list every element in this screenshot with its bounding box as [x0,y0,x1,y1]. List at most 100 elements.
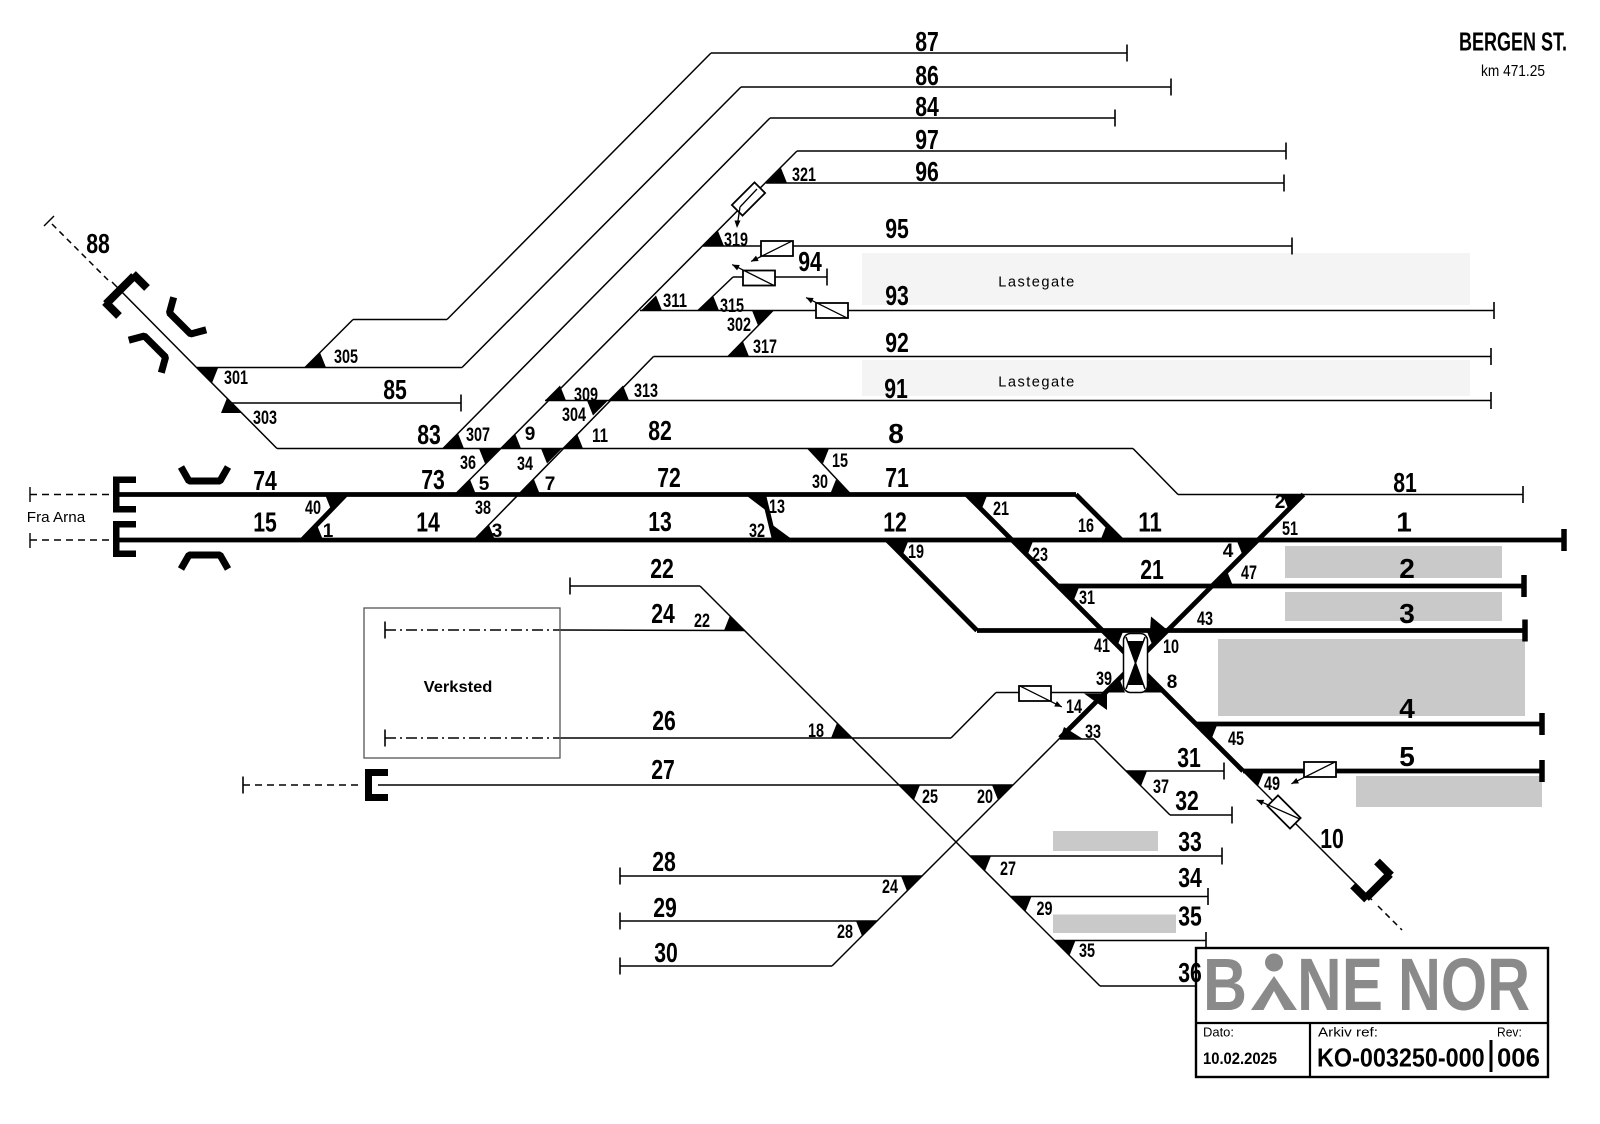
svg-text:51: 51 [1282,519,1298,540]
svg-text:24: 24 [651,598,675,629]
svg-text:26: 26 [652,705,676,736]
svg-text:41: 41 [1094,636,1110,657]
svg-text:11: 11 [592,426,608,447]
svg-text:Lastegate: Lastegate [998,273,1075,290]
svg-text:22: 22 [650,553,674,584]
svg-text:Fra Arna: Fra Arna [27,510,86,526]
svg-text:4: 4 [1399,693,1415,724]
svg-text:32: 32 [749,521,765,542]
svg-text:12: 12 [883,507,907,538]
svg-text:304: 304 [562,405,586,426]
svg-text:21: 21 [1140,554,1164,585]
svg-text:311: 311 [663,291,687,312]
svg-text:72: 72 [657,462,681,493]
svg-text:92: 92 [885,327,909,358]
svg-text:30: 30 [654,937,678,968]
svg-text:16: 16 [1078,516,1094,537]
svg-text:km 471.25: km 471.25 [1481,63,1545,80]
svg-text:35: 35 [1178,901,1202,932]
svg-text:10: 10 [1163,637,1179,658]
svg-text:8: 8 [888,418,904,449]
svg-text:45: 45 [1228,729,1244,750]
svg-text:14: 14 [416,507,440,538]
svg-text:37: 37 [1153,777,1169,798]
svg-text:84: 84 [915,91,939,122]
svg-text:NE: NE [1297,943,1383,1026]
svg-text:38: 38 [475,498,491,519]
svg-text:81: 81 [1393,467,1417,498]
svg-text:85: 85 [383,374,407,405]
svg-text:303: 303 [253,408,277,429]
svg-text:28: 28 [837,922,853,943]
svg-text:10.02.2025: 10.02.2025 [1203,1049,1277,1068]
svg-text:23: 23 [1032,545,1048,566]
svg-text:91: 91 [884,373,908,404]
svg-text:32: 32 [1175,785,1199,816]
svg-text:40: 40 [305,498,321,519]
svg-text:29: 29 [653,892,677,923]
svg-text:4: 4 [1223,541,1234,562]
svg-text:Arkiv ref:: Arkiv ref: [1318,1025,1378,1040]
svg-text:25: 25 [922,787,938,808]
svg-text:2: 2 [1275,492,1286,513]
svg-text:93: 93 [885,280,909,311]
svg-text:8: 8 [1167,672,1178,693]
svg-text:39: 39 [1096,669,1112,690]
svg-text:3: 3 [1399,598,1415,629]
svg-text:13: 13 [769,497,785,518]
svg-text:319: 319 [724,230,748,251]
svg-text:28: 28 [652,846,676,877]
svg-text:309: 309 [574,385,598,406]
svg-text:307: 307 [466,425,490,446]
svg-text:30: 30 [812,472,828,493]
svg-text:302: 302 [727,315,751,336]
svg-text:BERGEN ST.: BERGEN ST. [1459,26,1567,56]
svg-text:Rev:: Rev: [1497,1025,1522,1040]
svg-text:27: 27 [1000,859,1016,880]
svg-text:Lastegate: Lastegate [998,373,1075,390]
svg-text:2: 2 [1399,553,1415,584]
svg-text:24: 24 [882,877,898,898]
svg-text:19: 19 [908,542,924,563]
svg-text:14: 14 [1066,697,1082,718]
svg-text:33: 33 [1178,826,1202,857]
svg-text:71: 71 [885,462,909,493]
svg-text:97: 97 [915,124,939,155]
svg-text:15: 15 [832,451,848,472]
svg-text:96: 96 [915,156,939,187]
svg-text:1: 1 [1396,507,1412,538]
svg-text:31: 31 [1177,742,1201,773]
svg-text:317: 317 [753,337,777,358]
svg-text:33: 33 [1085,722,1101,743]
svg-text:29: 29 [1037,899,1053,920]
svg-text:21: 21 [993,499,1009,520]
svg-text:86: 86 [915,60,939,91]
svg-text:5: 5 [479,474,490,495]
svg-text:KO-003250-000: KO-003250-000 [1317,1042,1485,1072]
svg-text:34: 34 [517,454,533,475]
svg-text:18: 18 [808,721,824,742]
svg-text:313: 313 [634,381,658,402]
svg-text:43: 43 [1197,609,1213,630]
svg-text:006: 006 [1497,1042,1540,1072]
svg-text:36: 36 [1178,957,1202,988]
svg-text:94: 94 [798,246,822,277]
svg-text:27: 27 [651,754,675,785]
svg-text:87: 87 [915,26,939,57]
svg-text:9: 9 [525,424,536,445]
svg-text:15: 15 [253,507,277,538]
svg-text:34: 34 [1178,862,1202,893]
svg-text:73: 73 [421,464,445,495]
svg-text:11: 11 [1138,507,1162,538]
svg-text:321: 321 [792,165,816,186]
svg-text:82: 82 [648,415,672,446]
svg-text:22: 22 [694,611,710,632]
svg-text:3: 3 [492,521,503,542]
svg-text:83: 83 [417,419,441,450]
svg-text:Dato:: Dato: [1203,1025,1234,1040]
svg-text:20: 20 [977,787,993,808]
svg-text:88: 88 [86,228,110,259]
svg-text:49: 49 [1264,774,1280,795]
svg-text:13: 13 [648,506,672,537]
svg-text:301: 301 [224,368,248,389]
